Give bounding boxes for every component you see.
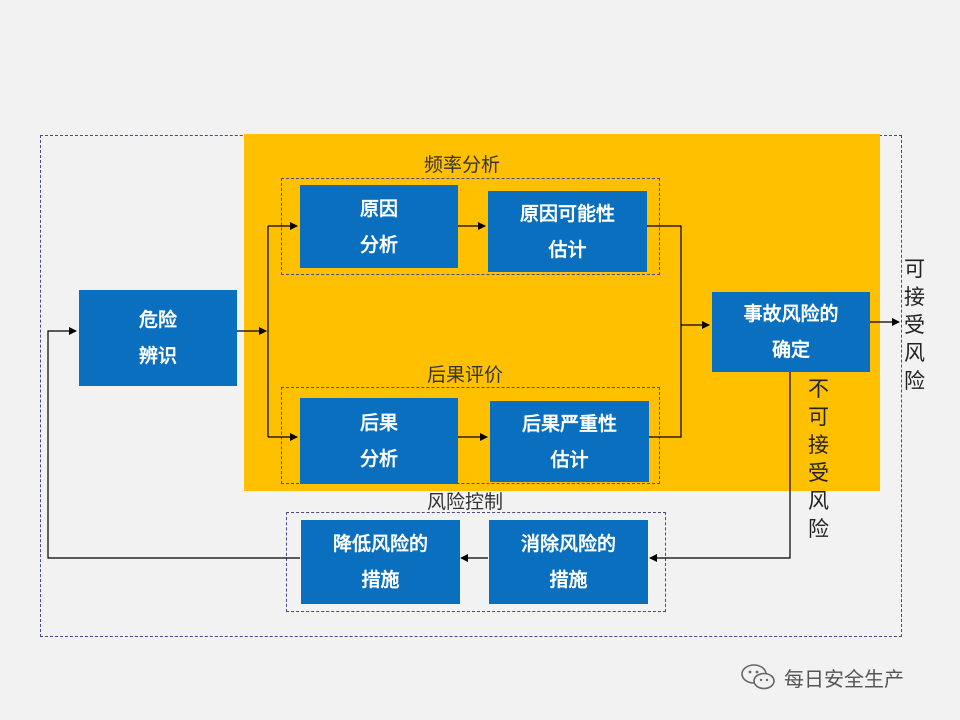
edge-probability-to-merge [647,225,682,438]
unacceptable-char: 可 [808,405,829,429]
reduce-line1: 降低风险的 [332,533,428,555]
hazard-line1: 危险 [138,309,177,331]
severity-estimate-box: 后果严重性 估计 [490,401,649,482]
wechat-icon [741,664,775,690]
watermark-text: 每日安全生产 [784,666,904,691]
consequence-line1: 后果 [359,412,398,434]
cause-analysis-box: 原因 分析 [300,185,458,268]
consequence-group-frame [281,387,660,484]
risk-line2: 确定 [771,339,810,361]
eliminate-measures-box: 消除风险的 措施 [489,520,648,604]
unacceptable-char: 不 [808,377,829,401]
reduce-measures-box: 降低风险的 措施 [301,520,460,604]
unacceptable-char: 险 [808,517,829,541]
control-group-frame [286,512,666,612]
consequence-analysis-box: 后果 分析 [300,398,458,484]
unacceptable-char: 风 [808,489,829,513]
unacceptable-risk-label: 不 可 接 受 风 险 [808,375,829,543]
acceptable-char: 受 [904,313,925,337]
eliminate-line1: 消除风险的 [520,533,616,555]
acceptable-char: 可 [904,257,925,281]
hazard-line2: 辨识 [138,345,177,367]
cause-probability-line2: 估计 [548,238,587,261]
consequence-line2: 分析 [359,448,398,470]
unacceptable-char: 受 [808,461,829,485]
cause-line1: 原因 [359,197,398,220]
unacceptable-char: 接 [808,433,829,457]
consequence-group-label: 后果评价 [427,364,504,386]
cause-probability-box: 原因可能性 估计 [488,191,647,272]
acceptable-char: 险 [904,369,925,393]
reduce-line2: 措施 [361,569,400,591]
control-group-label: 风险控制 [427,491,504,513]
frequency-group-label: 频率分析 [424,154,501,176]
acceptable-char: 风 [904,341,925,365]
risk-line1: 事故风险的 [743,303,839,325]
risk-determination-box: 事故风险的 确定 [712,292,870,372]
edge-reduce-to-hazard [47,327,300,559]
edge-risk-to-eliminate [649,372,791,562]
watermark: 每日安全生产 [740,662,904,692]
acceptable-risk-label: 可 接 受 风 险 [904,255,925,395]
severity-line1: 后果严重性 [521,412,617,435]
hazard-identification-box: 危险 辨识 [79,290,237,386]
acceptable-char: 接 [904,285,925,309]
cause-line2: 分析 [359,233,398,256]
cause-probability-line1: 原因可能性 [519,202,615,225]
severity-line2: 估计 [550,448,589,471]
eliminate-line2: 措施 [549,569,588,591]
